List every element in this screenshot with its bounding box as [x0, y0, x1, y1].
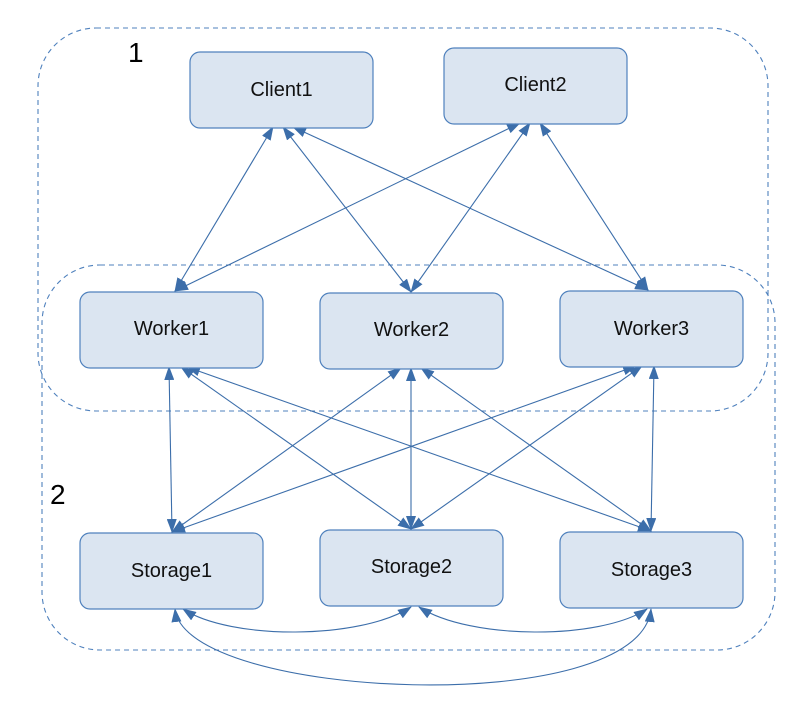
storage3-box[interactable] — [559, 531, 744, 609]
client2-label: Client2 — [504, 74, 566, 96]
node-storage3[interactable]: Storage3 — [559, 531, 744, 609]
storage1-box[interactable] — [79, 532, 264, 610]
group-1-label: 1 — [128, 37, 144, 68]
worker2-box[interactable] — [319, 292, 504, 370]
storage2-box[interactable] — [319, 529, 504, 607]
worker1-box[interactable] — [79, 291, 264, 369]
edge-storage1-storage3 — [171, 608, 655, 686]
node-worker2[interactable]: Worker2 — [319, 292, 504, 370]
group-2-label: 2 — [50, 479, 66, 510]
edge-worker3-storage1 — [171, 365, 637, 533]
storage1-label: Storage1 — [131, 560, 212, 582]
edge-worker3-storage2 — [410, 365, 643, 530]
worker1-label: Worker1 — [134, 318, 209, 340]
edge-client1-worker1 — [174, 126, 274, 292]
edge-worker3-storage3 — [646, 365, 659, 532]
node-storage2[interactable]: Storage2 — [319, 529, 504, 607]
worker2-label: Worker2 — [374, 319, 449, 341]
storage3-label: Storage3 — [611, 559, 692, 581]
node-worker1[interactable]: Worker1 — [79, 291, 264, 369]
worker3-label: Worker3 — [614, 318, 689, 340]
edges — [164, 122, 659, 686]
client2-box[interactable] — [443, 47, 628, 125]
edge-client2-worker3 — [539, 122, 649, 291]
client1-box[interactable] — [189, 51, 374, 129]
node-client1[interactable]: Client1 — [189, 51, 374, 129]
worker3-box[interactable] — [559, 290, 744, 368]
edge-worker1-storage2 — [180, 366, 412, 530]
client1-label: Client1 — [250, 79, 312, 101]
edge-worker2-storage1 — [171, 367, 402, 533]
node-client2[interactable]: Client2 — [443, 47, 628, 125]
edge-worker2-storage3 — [420, 367, 652, 532]
edge-storage2-storage3 — [418, 606, 648, 633]
node-worker3[interactable]: Worker3 — [559, 290, 744, 368]
node-storage1[interactable]: Storage1 — [79, 532, 264, 610]
edge-worker1-storage3 — [186, 366, 652, 532]
edge-worker1-storage1 — [164, 366, 177, 533]
edge-client2-worker2 — [410, 122, 531, 293]
storage2-label: Storage2 — [371, 556, 452, 578]
edge-storage1-storage2 — [182, 606, 412, 633]
